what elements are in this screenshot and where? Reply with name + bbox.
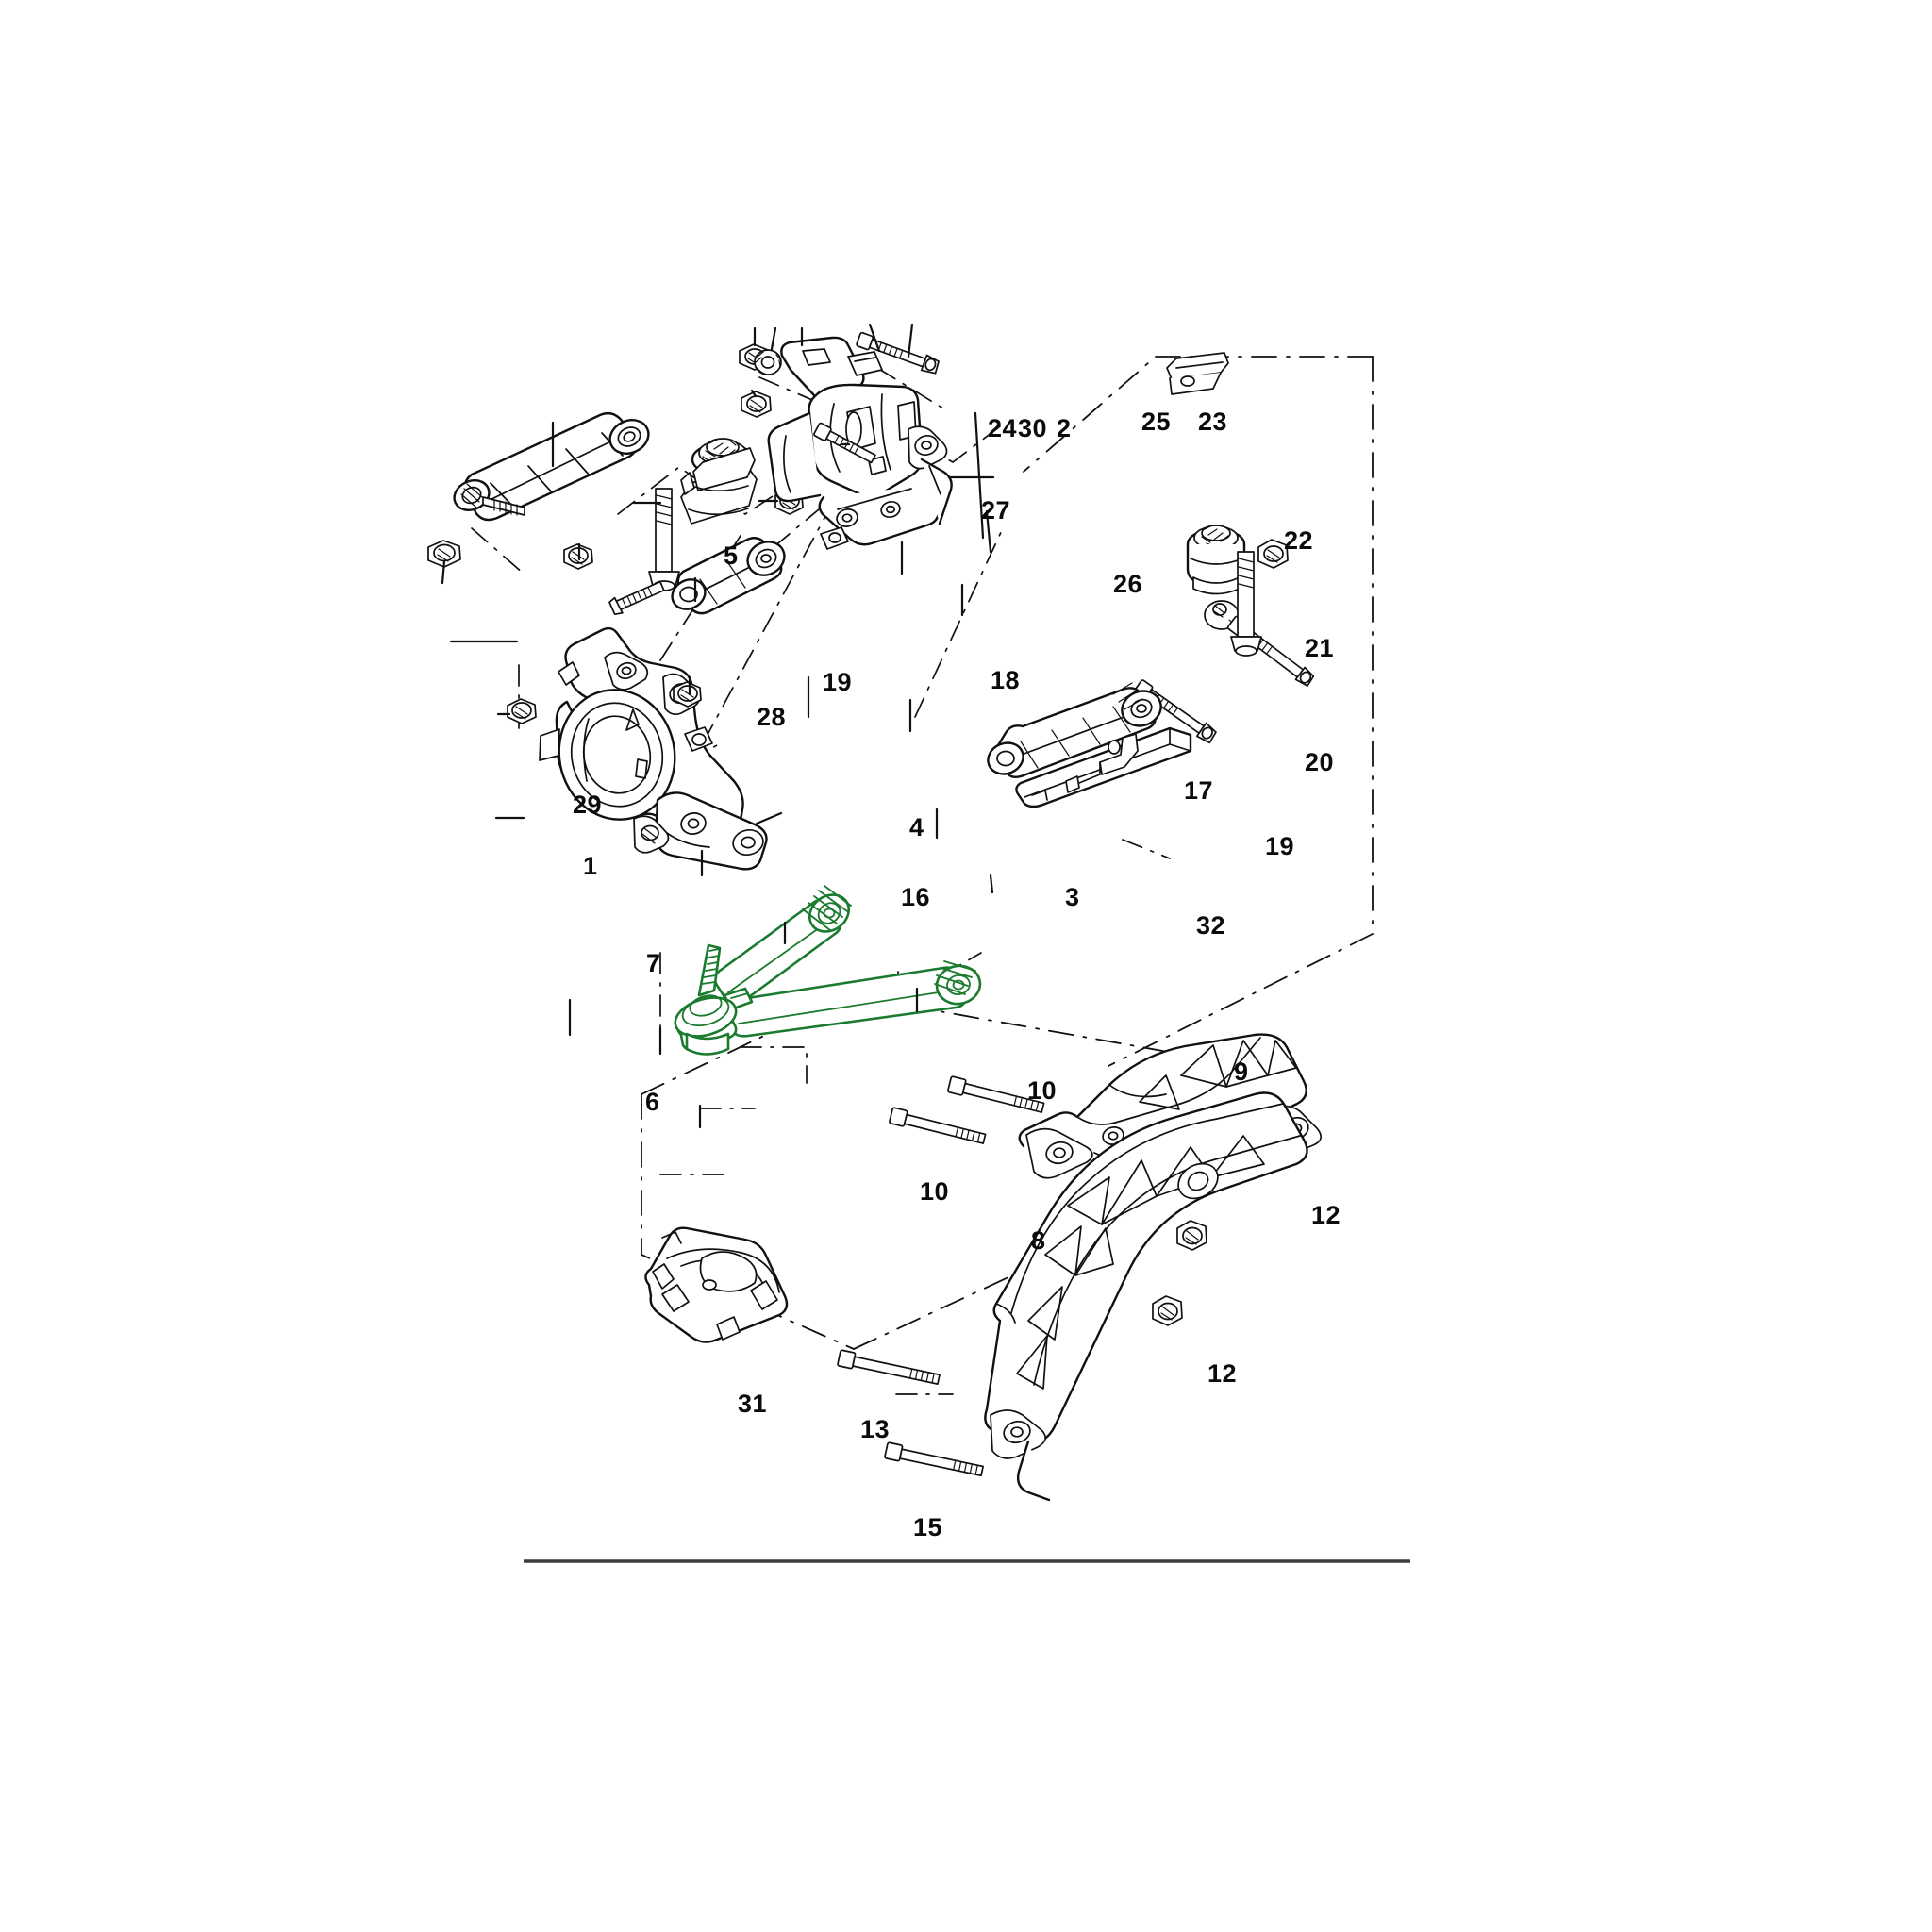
part-3-track-rod xyxy=(987,682,1162,778)
callout-19[interactable]: 19 xyxy=(823,668,853,696)
callout-8[interactable]: 8 xyxy=(1031,1226,1046,1255)
callout-25[interactable]: 25 xyxy=(1141,408,1172,436)
callout-19b[interactable]: 19 xyxy=(1265,832,1295,860)
part-1-wheel-bearing-housing xyxy=(539,626,768,871)
callout-17[interactable]: 17 xyxy=(1184,776,1214,805)
subframe-rubber-mount-right xyxy=(1186,525,1246,595)
part-23-retaining-plate xyxy=(1166,352,1229,395)
part-12-hex-nut-right xyxy=(1176,1220,1208,1251)
callout-31[interactable]: 31 xyxy=(738,1390,768,1418)
part-27-collar-nut xyxy=(741,391,772,418)
callout-7[interactable]: 7 xyxy=(646,949,661,977)
callout-4[interactable]: 4 xyxy=(909,813,924,841)
callout-5[interactable]: 5 xyxy=(724,541,739,570)
part-29-collar-nut xyxy=(427,540,461,568)
callout-26[interactable]: 26 xyxy=(1113,570,1143,598)
callout-21[interactable]: 21 xyxy=(1305,634,1335,662)
part-16-collar-nut xyxy=(673,681,702,708)
callout-22[interactable]: 22 xyxy=(1284,526,1314,555)
part-32-guide-rail xyxy=(1015,726,1192,808)
callout-20[interactable]: 20 xyxy=(1305,748,1335,776)
part-6-wishbone-highlighted xyxy=(674,885,982,1056)
callout-32[interactable]: 32 xyxy=(1196,911,1226,940)
callout-29[interactable]: 29 xyxy=(573,791,603,819)
callout-10[interactable]: 10 xyxy=(1027,1076,1058,1105)
part-12-hex-nut-lower xyxy=(1152,1295,1183,1326)
callout-18[interactable]: 18 xyxy=(991,666,1021,694)
callout-1[interactable]: 1 xyxy=(583,852,598,880)
part-2-subframe-bracket xyxy=(767,336,953,550)
part-13-hex-bolt xyxy=(837,1349,941,1385)
callout-13[interactable]: 13 xyxy=(860,1415,891,1443)
callout-28[interactable]: 28 xyxy=(757,703,787,731)
callout-16[interactable]: 16 xyxy=(901,883,931,911)
callout-10b[interactable]: 10 xyxy=(920,1177,950,1206)
part-15-hex-bolt xyxy=(884,1441,984,1477)
callout-12b[interactable]: 12 xyxy=(1208,1359,1238,1388)
callout-6[interactable]: 6 xyxy=(645,1088,660,1116)
subframe-rubber-mount-upper xyxy=(680,438,758,525)
part-5-upper-transverse-link xyxy=(453,411,650,522)
leader-lines xyxy=(441,323,995,1129)
part-4-lower-transverse-link xyxy=(608,537,786,616)
callout-3[interactable]: 3 xyxy=(1065,883,1080,911)
part-19-long-bolt-right xyxy=(1230,551,1262,657)
callout-30[interactable]: 30 xyxy=(1018,414,1048,442)
callout-27[interactable]: 27 xyxy=(981,496,1011,525)
part-10-hex-bolt-lower xyxy=(889,1107,987,1144)
callout-12[interactable]: 12 xyxy=(1311,1201,1341,1229)
callout-9[interactable]: 9 xyxy=(1234,1058,1249,1086)
part-10-hex-bolt-upper xyxy=(947,1075,1045,1113)
part-25-hex-bolt xyxy=(856,331,940,375)
callout-15[interactable]: 15 xyxy=(913,1513,943,1541)
callout-23[interactable]: 23 xyxy=(1198,408,1228,436)
callout-2[interactable]: 2 xyxy=(1057,414,1072,442)
callout-24[interactable]: 24 xyxy=(988,414,1018,442)
part-8-strut-brace xyxy=(984,1091,1308,1502)
part-31-heat-shield xyxy=(644,1226,789,1343)
part-30-washer xyxy=(754,349,782,375)
part-7-collar-nut xyxy=(507,698,537,724)
part-19-long-bolt-left xyxy=(648,488,680,591)
part-22-hex-nut xyxy=(1257,539,1289,569)
